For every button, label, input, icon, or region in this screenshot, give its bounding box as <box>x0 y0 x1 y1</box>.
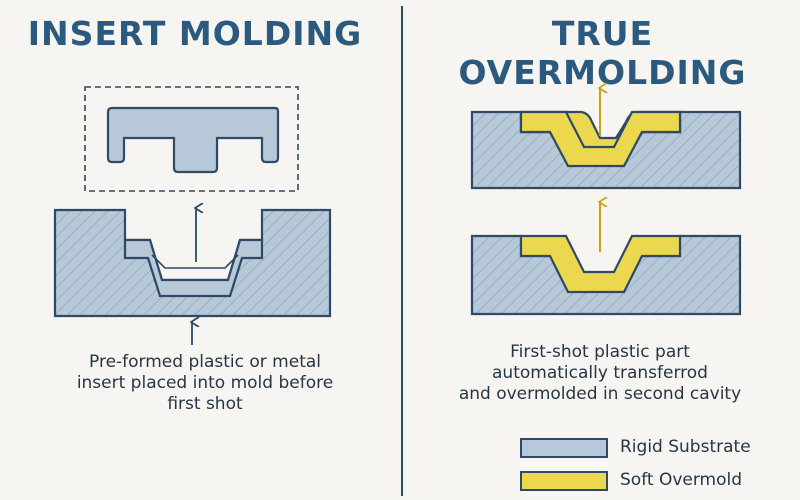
panel-divider <box>401 6 403 496</box>
legend-label: Soft Overmold <box>620 470 743 490</box>
legend-swatch-substrate <box>520 438 608 458</box>
caption-line: first shot <box>167 394 243 414</box>
overmold-channel-bottom <box>519 234 682 294</box>
caption-line: automatically transferrod <box>492 363 708 383</box>
overmolding-caption: First-shot plastic part automatically tr… <box>430 342 770 405</box>
legend-swatch-overmold <box>520 471 608 491</box>
insert-molding-title: INSERT MOLDING <box>27 14 363 53</box>
preformed-insert <box>106 106 280 174</box>
insert-molding-caption: Pre-formed plastic or metal insert place… <box>40 352 370 415</box>
insert-dashed-frame <box>84 86 299 192</box>
insert-in-mold <box>123 238 264 298</box>
legend-label: Rigid Substrate <box>620 437 751 457</box>
caption-line: and overmolded in second cavity <box>458 384 742 404</box>
overmold-channel-top <box>519 110 682 168</box>
caption-line: Pre-formed plastic or metal <box>89 352 321 372</box>
caption-line: insert placed into mold before <box>76 373 334 393</box>
caption-line: First-shot plastic part <box>510 342 690 362</box>
insert-groove <box>151 254 239 269</box>
mold-block <box>53 208 332 318</box>
